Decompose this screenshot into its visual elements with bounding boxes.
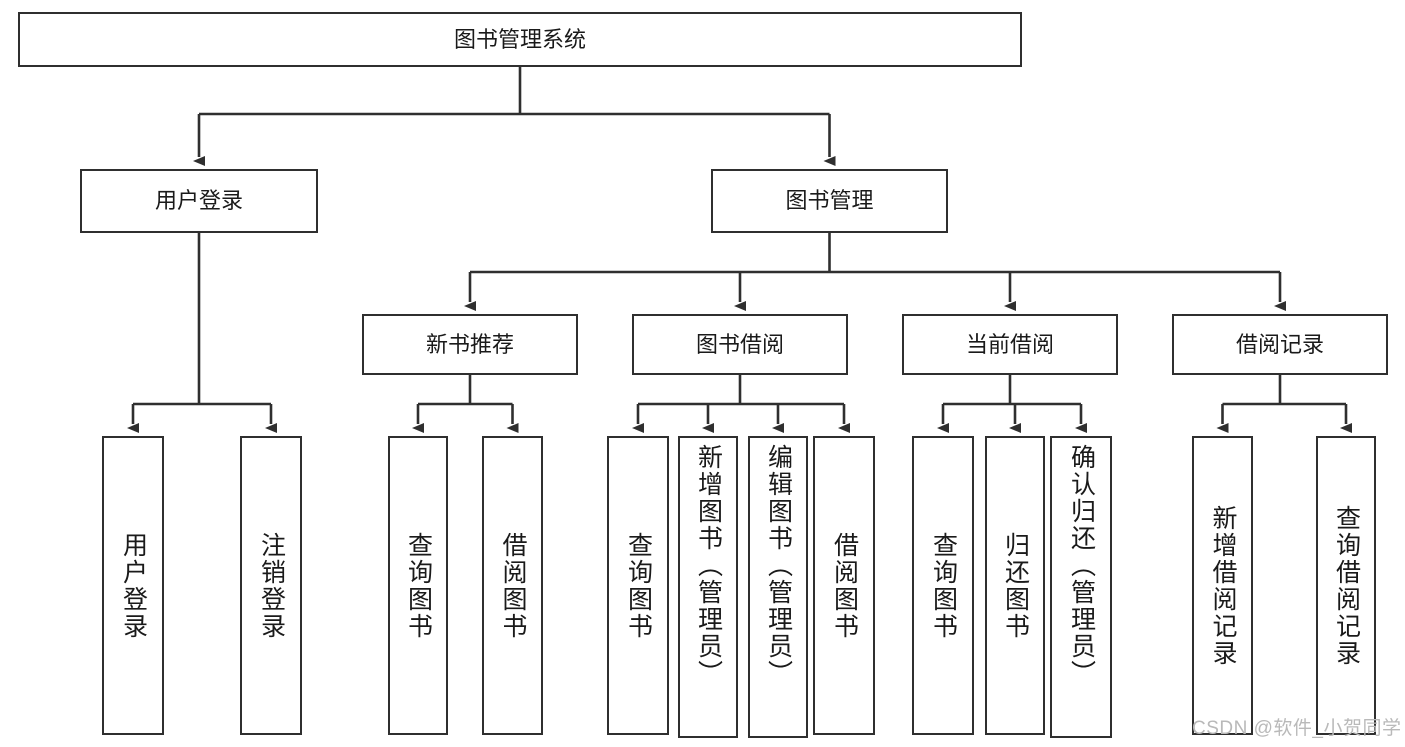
node-label: 新增图书（管理员） bbox=[694, 444, 723, 687]
node-label: 查询借阅记录 bbox=[1332, 504, 1361, 667]
node-l_addrec[interactable]: 新增借阅记录 bbox=[1192, 436, 1253, 735]
node-label: 新增借阅记录 bbox=[1209, 504, 1237, 667]
node-label: 查询图书 bbox=[624, 531, 653, 640]
node-bookmgmt[interactable]: 图书管理 bbox=[711, 169, 948, 233]
node-l_addbook[interactable]: 新增图书（管理员） bbox=[678, 436, 738, 738]
node-label: 图书借阅 bbox=[695, 331, 784, 357]
node-newbook[interactable]: 新书推荐 bbox=[362, 314, 578, 375]
node-l_qbook2[interactable]: 查询图书 bbox=[607, 436, 669, 735]
node-current[interactable]: 当前借阅 bbox=[902, 314, 1118, 375]
node-label: 确认归还（管理员） bbox=[1067, 444, 1096, 687]
node-label: 用户登录 bbox=[119, 531, 148, 640]
node-l_editbook[interactable]: 编辑图书（管理员） bbox=[748, 436, 808, 738]
node-label: 新书推荐 bbox=[425, 331, 514, 357]
node-label: 编辑图书（管理员） bbox=[764, 444, 793, 687]
node-label: 注销登录 bbox=[257, 531, 286, 640]
node-l_qrec[interactable]: 查询借阅记录 bbox=[1316, 436, 1376, 735]
node-l_return[interactable]: 归还图书 bbox=[985, 436, 1045, 735]
node-label: 归还图书 bbox=[1001, 531, 1030, 640]
node-root[interactable]: 图书管理系统 bbox=[18, 12, 1022, 67]
node-label: 借阅图书 bbox=[830, 531, 859, 640]
node-l_qbook3[interactable]: 查询图书 bbox=[912, 436, 974, 735]
node-l_confirm[interactable]: 确认归还（管理员） bbox=[1050, 436, 1112, 738]
node-label: 用户登录 bbox=[154, 188, 243, 214]
node-l_login[interactable]: 用户登录 bbox=[102, 436, 164, 735]
node-l_logout[interactable]: 注销登录 bbox=[240, 436, 302, 735]
node-label: 查询图书 bbox=[929, 531, 958, 640]
node-label: 图书管理系统 bbox=[453, 26, 586, 52]
node-label: 查询图书 bbox=[404, 531, 433, 640]
node-l_qbook1[interactable]: 查询图书 bbox=[388, 436, 448, 735]
node-label: 图书管理 bbox=[785, 188, 874, 214]
node-label: 借阅记录 bbox=[1235, 331, 1324, 357]
node-borrow[interactable]: 图书借阅 bbox=[632, 314, 848, 375]
node-label: 当前借阅 bbox=[965, 331, 1054, 357]
node-records[interactable]: 借阅记录 bbox=[1172, 314, 1388, 375]
edge-layer bbox=[127, 67, 1352, 433]
node-label: 借阅图书 bbox=[499, 531, 527, 640]
node-login[interactable]: 用户登录 bbox=[80, 169, 318, 233]
node-l_bbook2[interactable]: 借阅图书 bbox=[813, 436, 875, 735]
node-l_bbook1[interactable]: 借阅图书 bbox=[482, 436, 543, 735]
